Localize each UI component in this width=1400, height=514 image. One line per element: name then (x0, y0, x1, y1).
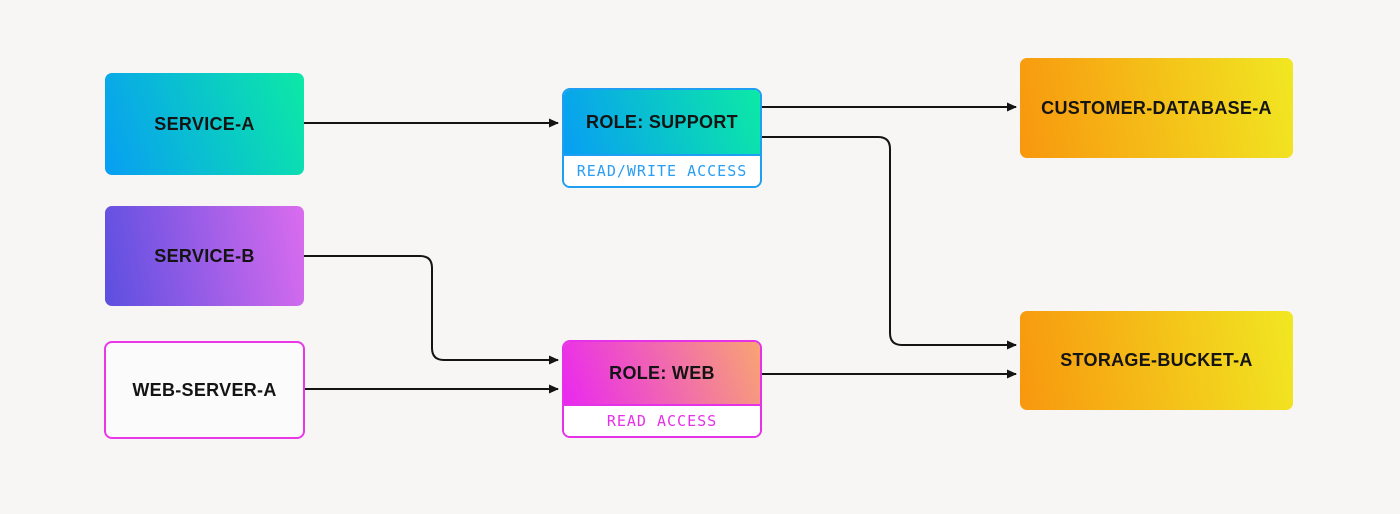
role-web-header: ROLE: WEB (564, 342, 760, 404)
node-customer-database-a: CUSTOMER-DATABASE-A (1020, 58, 1293, 158)
node-storage-bucket-a-label: STORAGE-BUCKET-A (1060, 350, 1253, 370)
node-role-web: ROLE: WEB READ ACCESS (562, 340, 762, 438)
node-web-server-a-label: WEB-SERVER-A (132, 379, 277, 400)
node-role-support-label: ROLE: SUPPORT (586, 111, 738, 132)
role-support-access-badge: READ/WRITE ACCESS (564, 154, 760, 186)
node-storage-bucket-a: STORAGE-BUCKET-A (1020, 311, 1293, 410)
edge-service-b-to-role-web (304, 255, 559, 365)
node-service-b: SERVICE-B (105, 206, 304, 306)
node-role-web-label: ROLE: WEB (609, 362, 715, 383)
node-customer-database-a-label: CUSTOMER-DATABASE-A (1041, 97, 1272, 118)
node-service-a-label: SERVICE-A (154, 113, 255, 134)
node-web-server-a: WEB-SERVER-A (104, 341, 305, 439)
role-support-access-label: READ/WRITE ACCESS (576, 162, 748, 180)
node-service-b-label: SERVICE-B (154, 245, 255, 266)
edge-role-support-to-storage-bucket-a (762, 136, 1017, 350)
role-web-access-badge: READ ACCESS (564, 404, 760, 436)
role-support-header: ROLE: SUPPORT (564, 90, 760, 154)
role-web-access-label: READ ACCESS (606, 412, 718, 430)
node-service-a: SERVICE-A (105, 73, 304, 175)
node-role-support: ROLE: SUPPORT READ/WRITE ACCESS (562, 88, 762, 188)
